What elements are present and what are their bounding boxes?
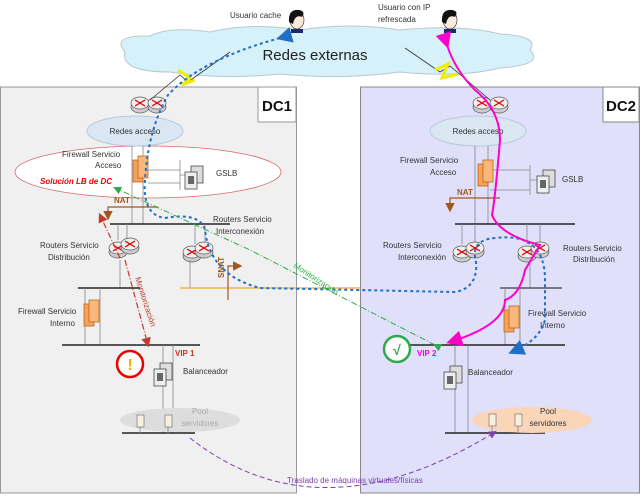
server-icon	[136, 414, 145, 428]
fw-access-label: Acceso	[430, 168, 457, 177]
firewall-icon	[477, 159, 494, 187]
dc1-title: DC1	[262, 98, 292, 115]
snat-label: SNAT	[217, 257, 226, 278]
user-icon	[441, 9, 458, 34]
monitoring-label: Monitorización	[292, 261, 340, 297]
fw-internal-label: Interno	[50, 319, 75, 328]
routers-interconnect-label: Routers Servicio	[383, 241, 442, 250]
gslb-label: GSLB	[216, 169, 237, 178]
external-networks-label: Redes externas	[262, 47, 367, 64]
external-networks-cloud: Redes externas	[120, 25, 535, 78]
server-icon	[514, 413, 523, 427]
user-refreshed-label: Usuario con IP	[378, 3, 430, 12]
lightning-icon	[177, 68, 196, 87]
balancer-label: Balanceador	[183, 367, 228, 376]
pool-label: Pool	[192, 407, 208, 416]
firewall-icon	[83, 299, 100, 327]
refreshed-user-traffic-path	[435, 31, 542, 347]
lb-solution-label: Solución LB de DC	[40, 177, 112, 186]
monitoring-arrow-up	[98, 212, 121, 259]
pool-label: Pool	[540, 407, 556, 416]
nat-label: NAT	[457, 188, 473, 197]
fw-access-label: Firewall Servicio	[62, 150, 121, 159]
vip-label: VIP 1	[175, 349, 195, 358]
user-icon	[288, 9, 305, 34]
svg-text:!: !	[127, 357, 132, 374]
routers-distribution-label: Distribución	[48, 253, 90, 262]
wan-link	[149, 51, 231, 101]
access-cloud-label: Redes acceso	[110, 127, 161, 136]
user-cache-label: Usuario cache	[230, 11, 282, 20]
server-pool	[472, 407, 592, 433]
routers-distribution-label: Routers Servicio	[40, 241, 99, 250]
firewall-icon	[503, 305, 520, 333]
warning-icon: !	[115, 349, 145, 379]
routers-interconnect-label: Interconexión	[216, 227, 264, 236]
user-refreshed: Usuario con IP refrescada	[378, 3, 458, 34]
user-cache: Usuario cache	[230, 9, 305, 34]
gslb-label: GSLB	[562, 175, 583, 184]
server-icon	[488, 413, 497, 427]
fw-internal-label: Firewall Servicio	[528, 309, 587, 318]
fw-access-label: Acceso	[95, 161, 122, 170]
fw-internal-label: Firewall Servicio	[18, 307, 77, 316]
check-icon: √	[382, 334, 412, 364]
monitoring-arrow-cross	[113, 186, 443, 352]
edge-router-icon	[130, 96, 150, 114]
migration-label: Traslado de máquinas virtuales/físicas	[287, 476, 423, 485]
routers-distribution-label: Distribución	[573, 255, 615, 264]
dc2-title: DC2	[606, 98, 636, 115]
fw-access-label: Firewall Servicio	[400, 156, 459, 165]
routers-interconnect-label: Routers Servicio	[213, 215, 272, 224]
nat-label: NAT	[114, 196, 130, 205]
routers-distribution-label: Routers Servicio	[563, 244, 622, 253]
access-cloud	[86, 115, 184, 147]
migration-arrow	[189, 430, 497, 489]
vip-label: VIP 2	[417, 349, 437, 358]
fw-internal-label: Interno	[540, 321, 565, 330]
server-pool	[120, 408, 240, 432]
access-cloud-label: Redes acceso	[453, 127, 504, 136]
pool-label: servidores	[530, 419, 567, 428]
user-refreshed-label: refrescada	[378, 15, 416, 24]
routers-interconnect-label: Interconexión	[398, 253, 446, 262]
server-icon	[164, 414, 173, 428]
svg-text:√: √	[393, 342, 401, 358]
balancer-label: Balanceador	[468, 368, 513, 377]
pool-label: servidores	[182, 419, 219, 428]
router-icon	[120, 237, 140, 255]
